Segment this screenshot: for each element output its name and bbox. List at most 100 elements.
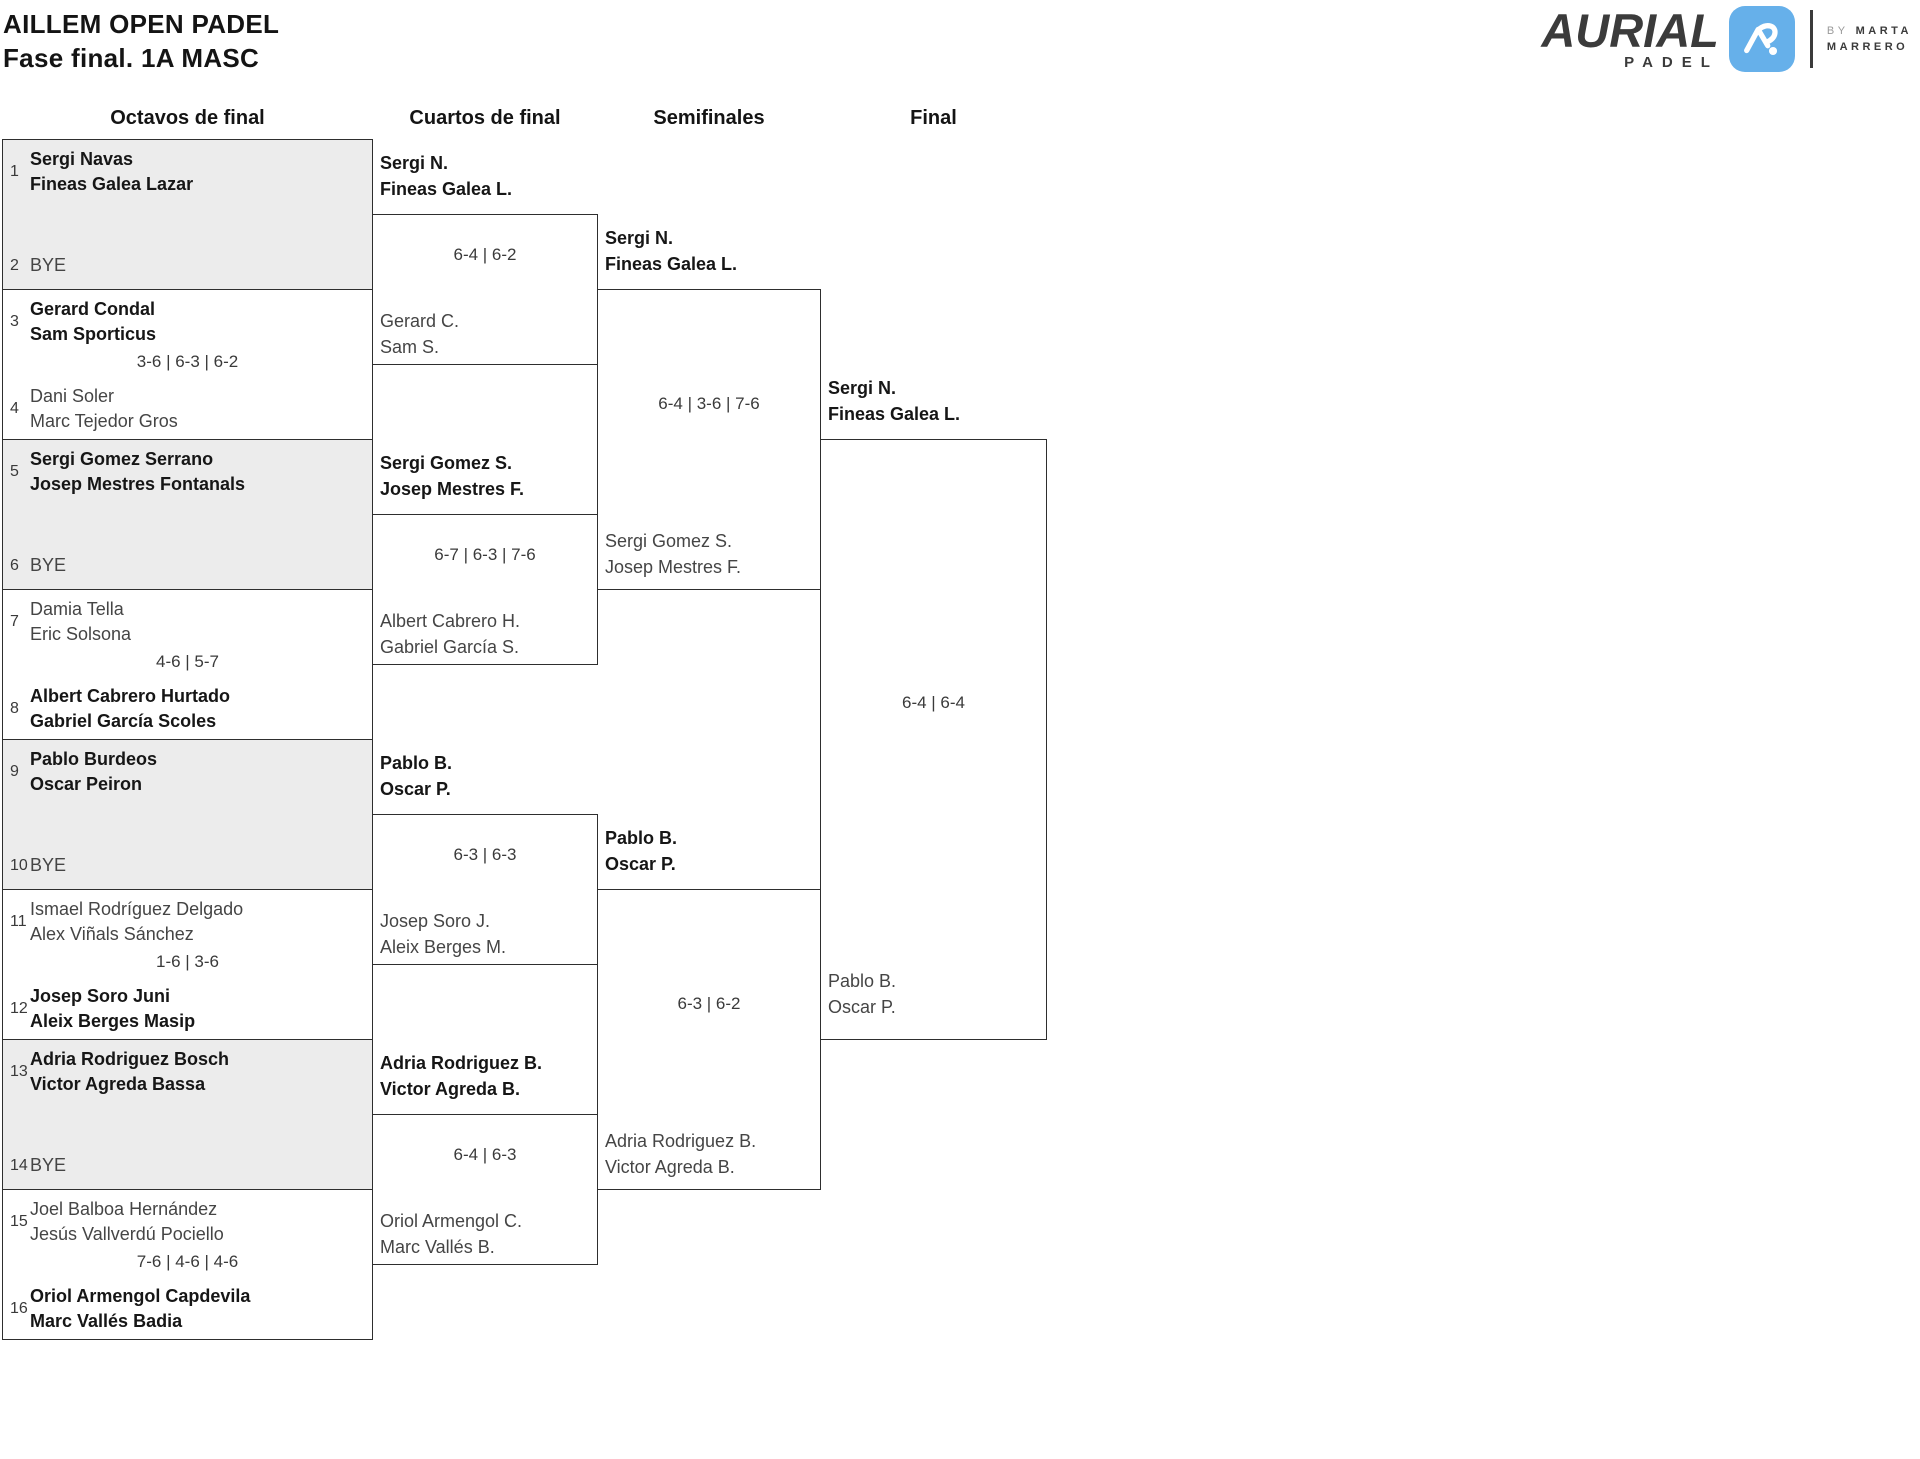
loser-label: Adria Rodriguez B. Victor Agreda B. bbox=[605, 1128, 756, 1180]
bye-row: 2 BYE bbox=[10, 253, 366, 278]
team-names: Gerard Condal Sam Sporticus bbox=[30, 297, 156, 347]
team-row: 7 Damia Tella Eric Solsona bbox=[10, 597, 366, 647]
aurial-logo: AURIAL PADEL BY MARTA MARRERO bbox=[1541, 6, 1912, 72]
team-names: Oriol Armengol Capdevila Marc Vallés Bad… bbox=[30, 1284, 250, 1334]
team-name: Gabriel García Scoles bbox=[30, 711, 217, 731]
team-row: 12 Josep Soro Juni Aleix Berges Masip bbox=[10, 984, 366, 1034]
round-header-final: Final bbox=[910, 107, 957, 129]
team-names: Damia Tella Eric Solsona bbox=[30, 597, 131, 647]
seed-number: 1 bbox=[10, 163, 19, 180]
team-name: Eric Solsona bbox=[30, 624, 132, 644]
team-row: 1 Sergi Navas Fineas Galea Lazar bbox=[10, 147, 366, 197]
winner-label: Sergi N. Fineas Galea L. bbox=[380, 150, 512, 202]
team-names: Adria Rodriguez Bosch Victor Agreda Bass… bbox=[30, 1047, 229, 1097]
team-row: 3 Gerard Condal Sam Sporticus bbox=[10, 297, 366, 347]
team-name: Dani Soler bbox=[30, 386, 115, 406]
team-name: Marc Vallés B. bbox=[380, 1237, 495, 1257]
round-header-semifinales: Semifinales bbox=[653, 107, 765, 129]
seed-number: 10 bbox=[10, 856, 28, 874]
team-names: BYE bbox=[30, 553, 66, 578]
team-names: Josep Soro Juni Aleix Berges Masip bbox=[30, 984, 195, 1034]
winner-label: Sergi N. Fineas Galea L. bbox=[828, 375, 960, 427]
team-name: Marc Tejedor Gros bbox=[30, 411, 178, 431]
team-name: Albert Cabrero Hurtado bbox=[30, 686, 231, 706]
team-name: Aleix Berges M. bbox=[380, 937, 507, 957]
phase-subtitle: Fase final. 1A MASC bbox=[3, 43, 260, 73]
team-names: Joel Balboa Hernández Jesús Vallverdú Po… bbox=[30, 1197, 224, 1247]
team-name: Fineas Galea L. bbox=[828, 404, 961, 424]
octavos-match-2: 3 Gerard Condal Sam Sporticus 3-6 | 6-3 … bbox=[2, 289, 373, 440]
seed-number: 2 bbox=[10, 256, 19, 274]
team-name: Fineas Galea L. bbox=[605, 254, 738, 274]
team-name: Josep Mestres F. bbox=[380, 479, 525, 499]
bye-label: BYE bbox=[30, 1155, 67, 1175]
team-row: 9 Pablo Burdeos Oscar Peiron bbox=[10, 747, 366, 797]
logo-byline: BY MARTA MARRERO bbox=[1827, 23, 1912, 55]
cuartos-match-4: Adria Rodriguez B. Victor Agreda B. 6-4 … bbox=[372, 1053, 598, 1265]
seed-number: 16 bbox=[10, 1300, 28, 1317]
cuartos-match-3: Pablo B. Oscar P. 6-3 | 6-3 Josep Soro J… bbox=[372, 753, 598, 965]
seed-number: 3 bbox=[10, 313, 19, 330]
bye-label: BYE bbox=[30, 555, 67, 575]
team-name: Oriol Armengol C. bbox=[380, 1211, 523, 1231]
team-name: Oscar P. bbox=[380, 779, 451, 799]
team-name: Pablo B. bbox=[380, 753, 453, 773]
team-name: Josep Soro J. bbox=[380, 911, 491, 931]
team-name: Oscar P. bbox=[605, 854, 676, 874]
seed-number: 6 bbox=[10, 556, 19, 574]
semifinal-match-1: Sergi N. Fineas Galea L. 6-4 | 3-6 | 7-6… bbox=[597, 228, 821, 590]
team-names: Pablo Burdeos Oscar Peiron bbox=[30, 747, 157, 797]
team-name: Oriol Armengol Capdevila bbox=[30, 1286, 251, 1306]
team-name: Gerard Condal bbox=[30, 299, 156, 319]
seed-number: 4 bbox=[10, 400, 19, 417]
team-names: Sergi Navas Fineas Galea Lazar bbox=[30, 147, 193, 197]
octavos-match-1: 1 Sergi Navas Fineas Galea Lazar 2 BYE bbox=[2, 139, 373, 290]
team-row: 4 Dani Soler Marc Tejedor Gros bbox=[10, 384, 366, 434]
octavos-match-4: 7 Damia Tella Eric Solsona 4-6 | 5-7 8 A… bbox=[2, 589, 373, 740]
aurial-mark-icon bbox=[1743, 23, 1778, 56]
team-name: Josep Mestres F. bbox=[605, 557, 742, 577]
team-names: Sergi Gomez Serrano Josep Mestres Fontan… bbox=[30, 447, 245, 497]
team-name: Adria Rodriguez B. bbox=[605, 1131, 757, 1151]
team-name: Pablo B. bbox=[828, 971, 897, 991]
aurial-wordmark: AURIAL PADEL bbox=[1541, 7, 1719, 71]
match-score: 4-6 | 5-7 bbox=[155, 652, 219, 671]
team-names: Albert Cabrero Hurtado Gabriel García Sc… bbox=[30, 684, 230, 734]
octavos-match-7: 13 Adria Rodriguez Bosch Victor Agreda B… bbox=[2, 1039, 373, 1190]
round-header-octavos: Octavos de final bbox=[110, 107, 265, 129]
team-names: BYE bbox=[30, 1153, 66, 1178]
round-header-cuartos: Cuartos de final bbox=[409, 107, 561, 129]
byline-name-line2: MARRERO bbox=[1826, 41, 1909, 53]
seed-number: 14 bbox=[10, 1156, 28, 1174]
winner-label: Adria Rodriguez B. Victor Agreda B. bbox=[380, 1050, 542, 1102]
seed-number: 13 bbox=[10, 1063, 28, 1080]
team-names: Ismael Rodríguez Delgado Alex Viñals Sán… bbox=[30, 897, 243, 947]
team-name: Victor Agreda Bassa bbox=[30, 1074, 206, 1094]
team-name: Joel Balboa Hernández bbox=[30, 1199, 218, 1219]
byline-name-line1: MARTA bbox=[1855, 25, 1912, 37]
logo-badge bbox=[1728, 6, 1795, 72]
seed-number: 15 bbox=[10, 1213, 28, 1230]
byline-by: BY bbox=[1826, 25, 1849, 37]
seed-number: 12 bbox=[10, 1000, 28, 1017]
loser-label: Josep Soro J. Aleix Berges M. bbox=[380, 908, 506, 960]
winner-label: Pablo B. Oscar P. bbox=[605, 825, 677, 877]
team-name: Sergi Gomez Serrano bbox=[30, 449, 214, 469]
team-name: Fineas Galea L. bbox=[380, 179, 513, 199]
team-name: Gerard C. bbox=[380, 311, 460, 331]
logo-divider bbox=[1809, 10, 1813, 68]
team-names: Dani Soler Marc Tejedor Gros bbox=[30, 384, 178, 434]
team-name: Victor Agreda B. bbox=[380, 1079, 521, 1099]
final-match: Sergi N. Fineas Galea L. 6-4 | 6-4 Pablo… bbox=[820, 378, 1047, 1040]
team-name: Sam S. bbox=[380, 337, 440, 357]
match-score: 6-7 | 6-3 | 7-6 bbox=[434, 545, 536, 564]
team-name: Oscar P. bbox=[828, 997, 896, 1017]
team-name: Sergi N. bbox=[605, 228, 674, 248]
tournament-title: AILLEM OPEN PADEL bbox=[3, 9, 280, 39]
team-name: Pablo Burdeos bbox=[30, 749, 158, 769]
team-name: Ismael Rodríguez Delgado bbox=[30, 899, 244, 919]
seed-number: 9 bbox=[10, 763, 19, 780]
team-name: Oscar Peiron bbox=[30, 774, 143, 794]
loser-label: Sergi Gomez S. Josep Mestres F. bbox=[605, 528, 741, 580]
